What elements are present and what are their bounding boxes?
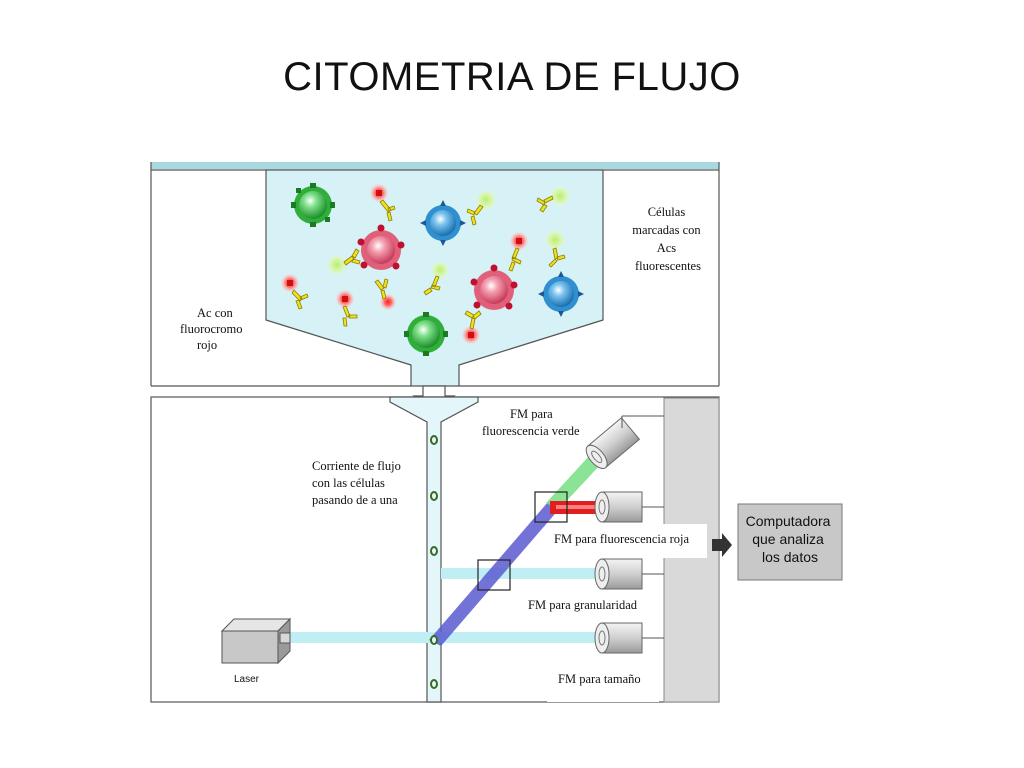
beam-splitter [534,491,568,523]
fm-granularidad-label: FM para granularidad [528,598,638,612]
computadora-label: Computadora que analiza los datos [746,513,835,565]
beam-splitter [477,559,511,591]
green-cell [404,312,448,356]
red-cell [470,264,518,310]
antibodies [281,184,569,344]
laser-device [220,617,292,665]
laser-label: Laser [234,674,260,685]
fm-roja-label-bg [547,524,707,558]
corriente-label: Corriente de flujo con las células pasan… [312,459,404,507]
photomultiplier-size [594,622,664,654]
photomultiplier-red [594,491,664,523]
slide-title: CITOMETRIA DE FLUJO [283,55,741,99]
fm-tamano-label: FM para tamaño [558,672,641,686]
celulas-marcadas-label: Células marcadas con Acs fluorescentes [632,205,704,273]
blue-cell [420,200,466,246]
light-beams [288,455,608,646]
fm-tamano-label-bg [547,662,659,702]
green-cell [291,183,335,227]
photomultiplier-green [585,417,641,469]
photomultiplier-granularity [594,558,664,590]
ac-fluorocromo-label: Ac con fluorocromo rojo [180,306,246,352]
stream-cells [430,435,438,689]
funnel-chamber [265,169,604,387]
blue-cell [538,271,584,317]
red-cell [357,224,405,270]
sample-chamber-panel [150,162,720,387]
fm-verde-label: FM para fluorescencia verde [482,407,580,438]
top-strip [151,162,719,169]
fm-roja-label: FM para fluorescencia roja [554,532,689,546]
right-arrow-icon [712,533,732,557]
computer-box [737,503,843,581]
